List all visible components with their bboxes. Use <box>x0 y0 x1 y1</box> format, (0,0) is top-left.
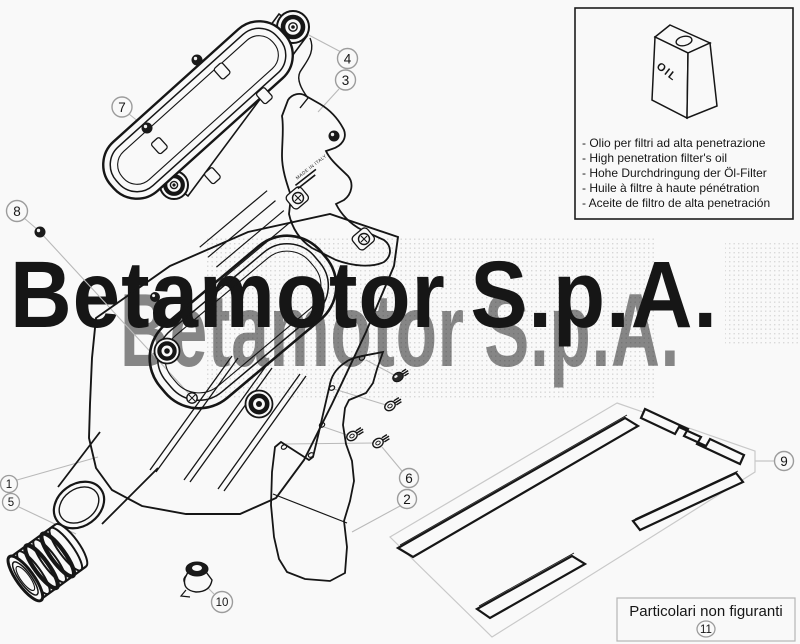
screw <box>392 368 409 383</box>
oil-info-box: OIL - Olio per filtri ad alta penetrazio… <box>574 7 794 220</box>
callouts: 4 3 7 8 1 5 10 6 <box>0 47 795 614</box>
guard-screws <box>346 368 409 449</box>
svg-text:7: 7 <box>118 100 126 115</box>
callout-6[interactable]: 6 <box>398 467 420 489</box>
screw <box>372 434 390 449</box>
filter-strip-right <box>631 471 745 532</box>
callout-1[interactable]: 1 <box>0 474 19 494</box>
callout-4[interactable]: 4 <box>336 47 359 70</box>
filter-strips-group <box>389 402 756 638</box>
watermark-halftone-texture <box>725 240 800 345</box>
callout-8[interactable]: 8 <box>5 199 29 223</box>
bolt <box>328 130 340 142</box>
lid-screw-pad <box>285 186 310 210</box>
svg-text:3: 3 <box>342 73 350 88</box>
lid-screw-pad <box>351 227 376 251</box>
strips-boundary <box>389 402 756 638</box>
svg-text:9: 9 <box>780 454 788 469</box>
tube-frame <box>102 20 294 200</box>
filter-strip-stepped <box>639 407 746 466</box>
callout-11[interactable]: 11 <box>696 620 716 638</box>
svg-text:1: 1 <box>6 479 12 491</box>
rubber-mount <box>244 389 274 419</box>
rubber-sleeve <box>6 522 89 603</box>
bolts <box>34 54 340 302</box>
made-in-italy-label: MADE IN ITALY <box>295 153 328 180</box>
oil-text-it: - Olio per filtri ad alta penetrazione <box>582 136 766 150</box>
oil-text-es: - Aceite de filtro de alta penetración <box>582 196 770 210</box>
svg-text:5: 5 <box>8 497 14 509</box>
bolt <box>150 292 160 302</box>
svg-text:4: 4 <box>344 52 352 67</box>
filter-strip-long <box>395 416 641 559</box>
callout-3[interactable]: 3 <box>334 69 357 91</box>
screw <box>346 427 364 442</box>
missing-parts-box: Particolari non figuranti 11 <box>616 597 796 642</box>
oil-text-fr: - Huile à filtre à haute pénétration <box>582 181 759 195</box>
watermark-text: Betamotor S.p.A. <box>10 242 718 348</box>
svg-text:11: 11 <box>700 624 712 636</box>
rubber-mount <box>153 337 181 365</box>
watermark-echo-text: Betamotor S.p.A. <box>120 273 680 389</box>
svg-text:6: 6 <box>405 471 413 486</box>
oil-text-en: - High penetration filter's oil <box>582 151 727 165</box>
seal-ring <box>148 234 338 419</box>
frame-clip <box>150 62 273 185</box>
watermark-halftone-texture <box>205 238 655 398</box>
screw <box>384 397 402 412</box>
oil-text-de: - Hohe Durchdringung der Öl-Filter <box>582 166 767 180</box>
callout-9[interactable]: 9 <box>773 450 795 472</box>
bolt <box>141 122 153 134</box>
callout-10[interactable]: 10 <box>210 590 234 614</box>
missing-parts-label: Particolari non figuranti <box>629 603 782 620</box>
intake-duct <box>52 431 159 530</box>
airbox-lid: MADE IN ITALY <box>199 93 391 278</box>
svg-text:8: 8 <box>13 204 21 219</box>
watermark: Betamotor S.p.A. Betamotor S.p.A. <box>10 238 800 398</box>
svg-text:10: 10 <box>216 597 229 609</box>
svg-text:2: 2 <box>403 492 411 507</box>
filter-strip-short <box>474 554 588 620</box>
ring-screw <box>186 392 198 404</box>
body-ribs <box>149 355 307 492</box>
callout-5[interactable]: 5 <box>1 492 21 512</box>
splash-guard <box>270 350 385 582</box>
airbox-body <box>52 213 400 530</box>
bolt <box>191 54 203 66</box>
drain-grommet <box>179 561 213 598</box>
callout-2[interactable]: 2 <box>396 488 418 510</box>
callout-7[interactable]: 7 <box>111 96 133 118</box>
guard-holes <box>280 355 366 458</box>
oil-canister <box>651 24 718 120</box>
bolt <box>34 226 46 238</box>
